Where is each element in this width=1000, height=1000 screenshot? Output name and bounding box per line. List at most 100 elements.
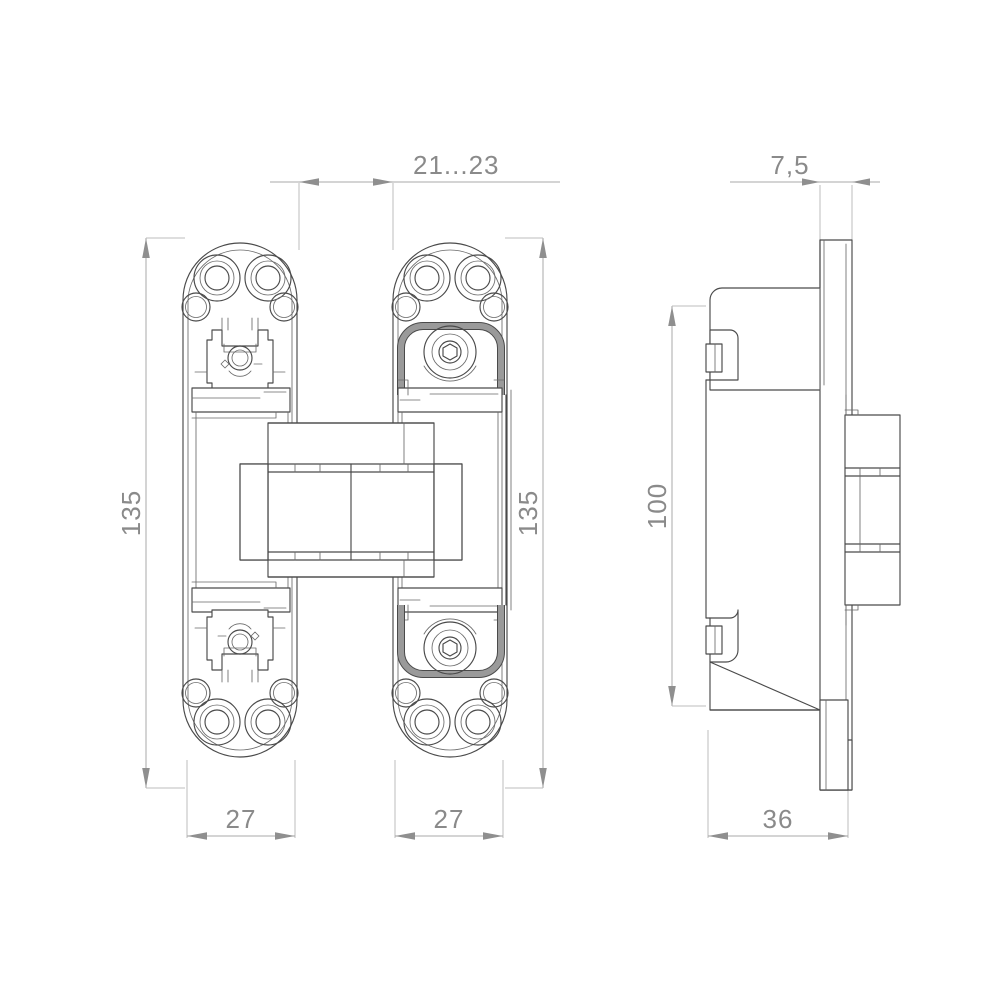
right-leaf-top-pivot-cradle: [397, 322, 505, 395]
right-leaf-top-screw-holes: [391, 254, 509, 322]
screw-hole-mid: [199, 260, 235, 296]
left-leaf-bottom-adjuster: [194, 609, 286, 683]
screw-hole-mid: [250, 704, 286, 740]
pivot-cradle-outer-edge: [397, 605, 505, 678]
adjuster-plus-marker-icon: [250, 631, 260, 641]
screw-hole-small-inner: [185, 682, 207, 704]
adjuster-bracket: [223, 343, 257, 353]
screw-hole-outer: [454, 254, 502, 302]
side-lower-lug-boss: [705, 625, 723, 655]
dim-height-left-135-label: 135: [116, 490, 146, 536]
adjuster-bracket: [223, 647, 257, 657]
dim-thickness-7-5-label: 7,5: [770, 150, 809, 180]
dim-gap-21-23: 21...23: [270, 150, 560, 250]
screw-hole-small-inner: [185, 296, 207, 318]
dim-depth-36-label: 36: [763, 804, 794, 834]
center-body-edges: [267, 422, 435, 578]
screw-hole-small-inner: [483, 296, 505, 318]
pivot-arc-marker: [423, 618, 477, 635]
lower-arm-plate: [191, 587, 291, 613]
lower-arm-detail: [191, 601, 287, 609]
screw-hole-inner: [414, 709, 440, 735]
screw-hole-mid: [409, 260, 445, 296]
screw-hole-small-outer: [479, 678, 509, 708]
dim-width-right-27: 27: [394, 760, 504, 840]
pivot-hex-socket-icon: [442, 343, 458, 361]
lower-arm-detail: [399, 599, 499, 607]
screw-hole-inner: [255, 265, 281, 291]
screw-hole-small-inner: [395, 682, 417, 704]
dim-width-right-27-label: 27: [434, 804, 465, 834]
upper-arm-plate: [191, 387, 291, 413]
right-leaf-bottom-pivot-cradle: [397, 605, 505, 678]
screw-hole-mid: [250, 260, 286, 296]
dim-height-left-135: 135: [116, 237, 185, 789]
screw-hole-mid: [409, 704, 445, 740]
pivot-boss-mid: [431, 629, 469, 667]
right-leaf-inner-outline: [397, 249, 503, 751]
side-center-rails: [844, 467, 901, 553]
adjuster-slot-lines: [221, 317, 259, 331]
center-body-verticals: [239, 463, 463, 561]
screw-hole-small-outer: [391, 678, 421, 708]
screw-hole-inner: [465, 709, 491, 735]
left-leaf-inner-outline: [187, 249, 293, 751]
screw-hole-inner: [414, 265, 440, 291]
pivot-cradle-inner-edge: [404, 605, 498, 671]
screw-hole-inner: [204, 265, 230, 291]
dim-gap-21-23-label: 21...23: [413, 150, 500, 180]
screw-hole-small-inner: [395, 296, 417, 318]
upper-arm-detail: [399, 393, 499, 401]
screw-hole-inner: [255, 709, 281, 735]
adjuster-housing: [206, 609, 274, 671]
dim-height-right-135-label: 135: [513, 490, 543, 536]
left-leaf-bottom-screw-holes: [181, 678, 299, 746]
pivot-cradle-outer-edge: [397, 322, 505, 395]
left-leaf-top-screw-holes: [181, 254, 299, 322]
pivot-hex-socket-icon: [442, 639, 458, 657]
screw-hole-small-outer: [269, 292, 299, 322]
side-lower-adjuster-lug: [705, 609, 739, 663]
pivot-boss-mid: [431, 333, 469, 371]
upper-arm-step: [397, 379, 505, 396]
side-view-profile: [705, 239, 901, 791]
pivot-boss-outer: [423, 325, 477, 379]
lower-arm-step: [191, 581, 277, 589]
side-center-body: [844, 409, 901, 611]
adjuster-plus-marker-icon: [220, 359, 230, 369]
right-leaf-upper-arm: [397, 379, 512, 611]
screw-hole-outer: [454, 698, 502, 746]
dim-body-height-100: 100: [642, 305, 706, 707]
adjuster-housing: [206, 329, 274, 391]
upper-arm-step: [191, 411, 277, 419]
center-body-right-link: [433, 463, 463, 561]
upper-arm-detail: [191, 391, 287, 399]
adjuster-arc-marker: [228, 623, 252, 630]
pivot-arc-marker: [423, 365, 477, 382]
screw-hole-small-outer: [181, 292, 211, 322]
screw-hole-inner: [204, 709, 230, 735]
side-body-wall-caps: [705, 379, 711, 619]
adjuster-arc-marker: [228, 370, 252, 377]
pivot-boss-outer: [423, 621, 477, 675]
screw-hole-mid: [199, 704, 235, 740]
center-body-left-link: [239, 463, 269, 561]
dim-width-left-27-label: 27: [226, 804, 257, 834]
screw-hole-inner: [465, 265, 491, 291]
pivot-boss-ring: [438, 340, 462, 364]
right-leaf-bottom-screw-holes: [391, 678, 509, 746]
dim-body-height-100-label: 100: [642, 483, 672, 529]
left-leaf-lower-arm: [191, 581, 291, 613]
adjuster-slot-lines: [221, 669, 259, 683]
center-body-ticks: [294, 463, 409, 561]
screw-hole-mid: [460, 260, 496, 296]
screw-hole-small-inner: [483, 682, 505, 704]
screw-hole-outer: [193, 254, 241, 302]
side-upper-adjuster-lug: [705, 329, 739, 381]
screw-hole-small-outer: [479, 292, 509, 322]
screw-hole-outer: [403, 254, 451, 302]
adjuster-screw-head: [227, 629, 253, 655]
pivot-cradle-inner-edge: [404, 329, 498, 395]
